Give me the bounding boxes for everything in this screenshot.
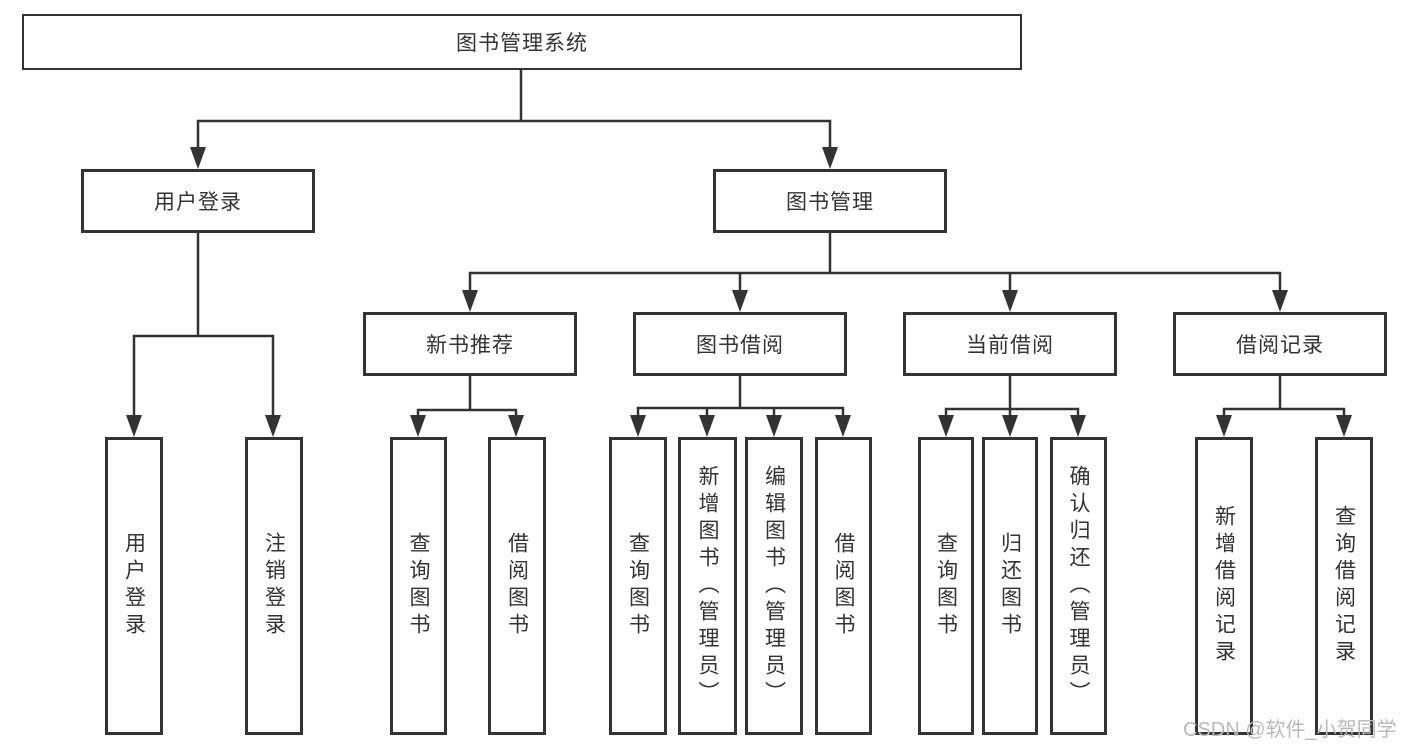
node-new-book-recommend: 新书推荐: [363, 312, 577, 376]
node-borrow-records: 借阅记录: [1173, 312, 1387, 376]
leaf-logout: 注销登录: [245, 437, 303, 735]
leaf-borrow-books-recommend: 借阅图书: [488, 437, 546, 735]
leaf-user-login-label: 用户登录: [122, 532, 146, 640]
leaf-add-book-admin: 新增图书（管理员）: [678, 437, 737, 735]
leaf-borrow-books-label: 借阅图书: [832, 532, 856, 640]
node-user-login: 用户登录: [81, 169, 315, 233]
leaf-query-books-current-label: 查询图书: [934, 532, 958, 640]
leaf-add-borrow-record-label: 新增借阅记录: [1212, 505, 1236, 667]
node-current-borrow: 当前借阅: [903, 312, 1117, 376]
leaf-borrow-books-recommend-label: 借阅图书: [505, 532, 529, 640]
node-book-borrow: 图书借阅: [633, 312, 847, 376]
leaf-query-books-recommend: 查询图书: [390, 437, 447, 735]
leaf-query-books-borrow: 查询图书: [609, 437, 667, 735]
leaf-edit-book-admin: 编辑图书（管理员）: [745, 437, 803, 735]
node-root: 图书管理系统: [22, 14, 1022, 70]
watermark: CSDN @软件_小贺同学: [1183, 719, 1397, 741]
leaf-add-borrow-record: 新增借阅记录: [1195, 437, 1253, 735]
leaf-confirm-return-admin-label: 确认归还（管理员）: [1067, 464, 1091, 708]
leaf-query-borrow-record: 查询借阅记录: [1315, 437, 1373, 735]
leaf-query-borrow-record-label: 查询借阅记录: [1332, 505, 1356, 667]
leaf-confirm-return-admin: 确认归还（管理员）: [1050, 437, 1107, 735]
leaf-query-books-current: 查询图书: [918, 437, 974, 735]
leaf-return-book-label: 归还图书: [998, 532, 1022, 640]
leaf-query-books-recommend-label: 查询图书: [407, 532, 431, 640]
leaf-edit-book-admin-label: 编辑图书（管理员）: [762, 464, 786, 708]
leaf-logout-label: 注销登录: [262, 532, 286, 640]
leaf-add-book-admin-label: 新增图书（管理员）: [696, 464, 720, 708]
leaf-user-login: 用户登录: [105, 437, 163, 735]
leaf-return-book: 归还图书: [982, 437, 1038, 735]
node-book-management: 图书管理: [713, 169, 947, 233]
leaf-borrow-books: 借阅图书: [815, 437, 872, 735]
leaf-query-books-borrow-label: 查询图书: [626, 532, 650, 640]
